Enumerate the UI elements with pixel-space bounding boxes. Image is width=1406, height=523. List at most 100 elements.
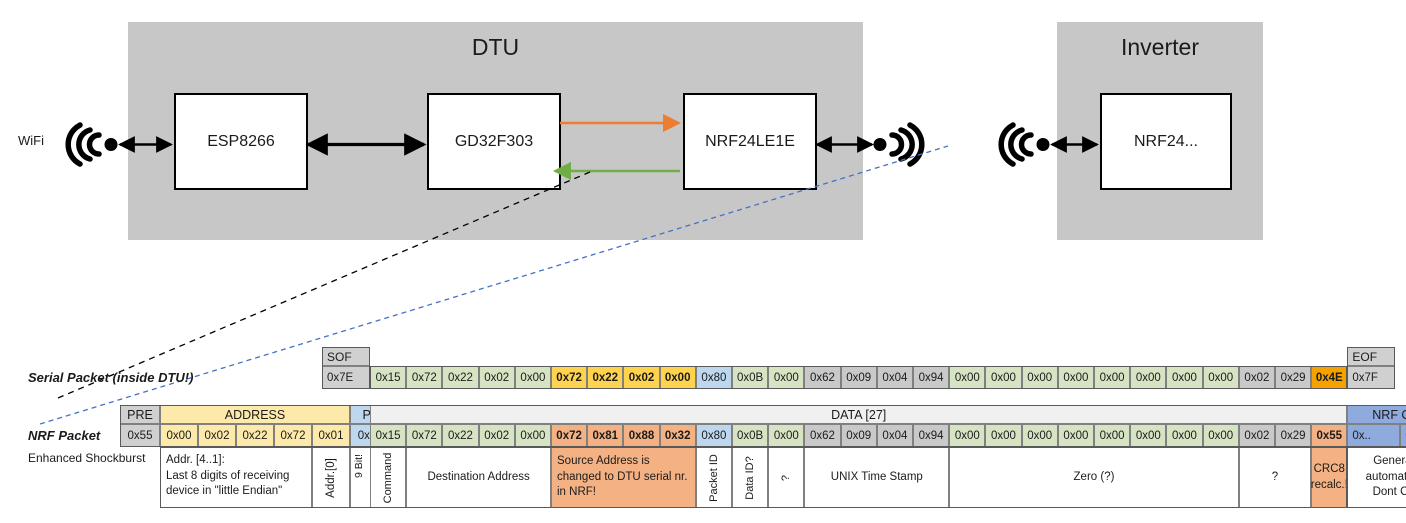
serial-cell-2: 0x22 <box>442 366 479 389</box>
serial-packet-label: Serial Packet (inside DTU!) <box>28 370 194 385</box>
nrf-cell-13: 0x09 <box>840 424 877 447</box>
nrf-cell-12: 0x62 <box>804 424 841 447</box>
nrf-cell-16: 0x00 <box>949 424 986 447</box>
nrf-address-value-3: 0x72 <box>274 424 312 447</box>
serial-cell-25: 0x29 <box>1275 366 1312 389</box>
serial-cell-17: 0x00 <box>985 366 1022 389</box>
nrf-tilde-note: ? <box>768 447 805 508</box>
chip-esp8266[interactable]: ESP8266 <box>174 93 308 190</box>
nrf-address-value-0: 0x00 <box>160 424 198 447</box>
nrf-address-header: ADDRESS <box>160 405 350 424</box>
serial-cell-15: 0x94 <box>913 366 950 389</box>
nrf-cell-26: 0x55 <box>1311 424 1348 447</box>
serial-cell-26: 0x4E <box>1311 366 1348 389</box>
nrf-cell-5: 0x72 <box>551 424 588 447</box>
serial-eof-value: 0x7F <box>1347 366 1396 389</box>
nrf-cell-10: 0x0B <box>732 424 769 447</box>
serial-cell-10: 0x0B <box>732 366 769 389</box>
serial-cell-24: 0x02 <box>1238 366 1275 389</box>
nrf-cell-23: 0x00 <box>1202 424 1239 447</box>
nrf-cell-24: 0x02 <box>1238 424 1275 447</box>
nrf-addr0-note: Addr.[0] <box>312 447 350 508</box>
nrf-packetid-note: Packet ID <box>695 447 732 508</box>
nrf-destination-note: Destination Address <box>406 447 551 508</box>
nrf-cell-4: 0x00 <box>514 424 551 447</box>
nrf-addr0-note-label: Addr.[0] <box>325 457 337 498</box>
serial-cell-9: 0x80 <box>695 366 732 389</box>
nrf-tilde-note-label: ? <box>780 474 793 481</box>
serial-sof-value: 0x7E <box>322 366 370 389</box>
serial-cell-3: 0x02 <box>478 366 515 389</box>
nrf-cell-6: 0x81 <box>587 424 624 447</box>
nrf-crc-header: NRF CRC <box>1347 405 1406 424</box>
chip-gd32f303[interactable]: GD32F303 <box>427 93 561 190</box>
serial-cell-13: 0x09 <box>840 366 877 389</box>
nrf-question-note: ? <box>1238 447 1312 508</box>
serial-cell-1: 0x72 <box>406 366 443 389</box>
nrf-command-note: Command <box>370 447 407 508</box>
nrf-address-value-4: 0x01 <box>312 424 350 447</box>
serial-cell-8: 0x00 <box>659 366 696 389</box>
nrf-dataid-note-label: Data ID? <box>744 455 757 500</box>
serial-cell-22: 0x00 <box>1166 366 1203 389</box>
nrf-command-note-label: Command <box>382 452 395 503</box>
nrf-cell-7: 0x88 <box>623 424 660 447</box>
nrf-cell-11: 0x00 <box>768 424 805 447</box>
nrf-pre-header: PRE <box>120 405 160 424</box>
nrf-cell-21: 0x00 <box>1130 424 1167 447</box>
serial-eof-header: EOF <box>1347 347 1396 366</box>
nrf-cell-22: 0x00 <box>1166 424 1203 447</box>
block-diagram: DTU Inverter ESP8266 GD32F303 NRF24LE1E … <box>18 22 1263 240</box>
nrf-dataid-note: Data ID? <box>732 447 769 508</box>
chip-esp8266-label: ESP8266 <box>207 132 275 150</box>
nrf-address-value-2: 0x22 <box>236 424 274 447</box>
nrf-crc8-note: CRC8 recalc.! <box>1311 447 1348 508</box>
serial-cell-18: 0x00 <box>1021 366 1058 389</box>
nrf-cell-15: 0x94 <box>913 424 950 447</box>
serial-cell-12: 0x62 <box>804 366 841 389</box>
chip-gd32f303-label: GD32F303 <box>454 132 534 150</box>
nrf-source-note: Source Address is changed to DTU serial … <box>551 447 696 508</box>
nrf-cell-3: 0x02 <box>478 424 515 447</box>
serial-cell-20: 0x00 <box>1094 366 1131 389</box>
chip-nrf24le1e[interactable]: NRF24LE1E <box>683 93 817 190</box>
nrf-data-header: DATA [27] <box>370 405 1348 424</box>
serial-cell-21: 0x00 <box>1130 366 1167 389</box>
inverter-title: Inverter <box>1121 34 1199 60</box>
nrf-unix-note: UNIX Time Stamp <box>804 447 950 508</box>
nrf-cell-1: 0x72 <box>406 424 443 447</box>
nrf-cell-19: 0x00 <box>1057 424 1094 447</box>
nrf-packet-sublabel: Enhanced Shockburst <box>28 451 146 465</box>
nrf-cell-20: 0x00 <box>1094 424 1131 447</box>
serial-cell-0: 0x15 <box>370 366 407 389</box>
serial-sof-header: SOF <box>322 347 370 366</box>
dtu-title: DTU <box>471 34 520 60</box>
serial-cell-11: 0x00 <box>768 366 805 389</box>
nrf-cell-17: 0x00 <box>985 424 1022 447</box>
nrf-zero-note: Zero (?) <box>949 447 1239 508</box>
nrf-address-value-1: 0x02 <box>198 424 236 447</box>
nrf-cell-25: 0x29 <box>1275 424 1312 447</box>
wifi-label: WiFi <box>18 133 44 148</box>
chip-nrf24-label: NRF24... <box>1133 132 1198 150</box>
serial-cell-16: 0x00 <box>949 366 986 389</box>
nrf-cell-2: 0x22 <box>442 424 479 447</box>
pcf-note-9bit: 9 Bit! <box>353 453 365 478</box>
serial-cell-7: 0x02 <box>623 366 660 389</box>
chip-nrf24[interactable]: NRF24... <box>1100 93 1232 190</box>
nrf-pre-value: 0x55 <box>120 424 160 447</box>
nrf-crc-value-0: 0x.. <box>1347 424 1401 447</box>
nrf-cell-8: 0x32 <box>659 424 696 447</box>
serial-cell-6: 0x22 <box>587 366 624 389</box>
nrf-packet-label: NRF Packet <box>28 428 101 443</box>
nrf-crc-value-1: 0x.. <box>1400 424 1406 447</box>
serial-cell-4: 0x00 <box>514 366 551 389</box>
serial-cell-19: 0x00 <box>1057 366 1094 389</box>
nrf-crc-generated-note: Generated automatically. Dont Care! <box>1347 447 1406 508</box>
nrf-cell-18: 0x00 <box>1021 424 1058 447</box>
serial-cell-14: 0x04 <box>876 366 913 389</box>
chip-nrf24le1e-label: NRF24LE1E <box>705 132 795 150</box>
nrf-cell-9: 0x80 <box>695 424 732 447</box>
nrf-cell-0: 0x15 <box>370 424 407 447</box>
